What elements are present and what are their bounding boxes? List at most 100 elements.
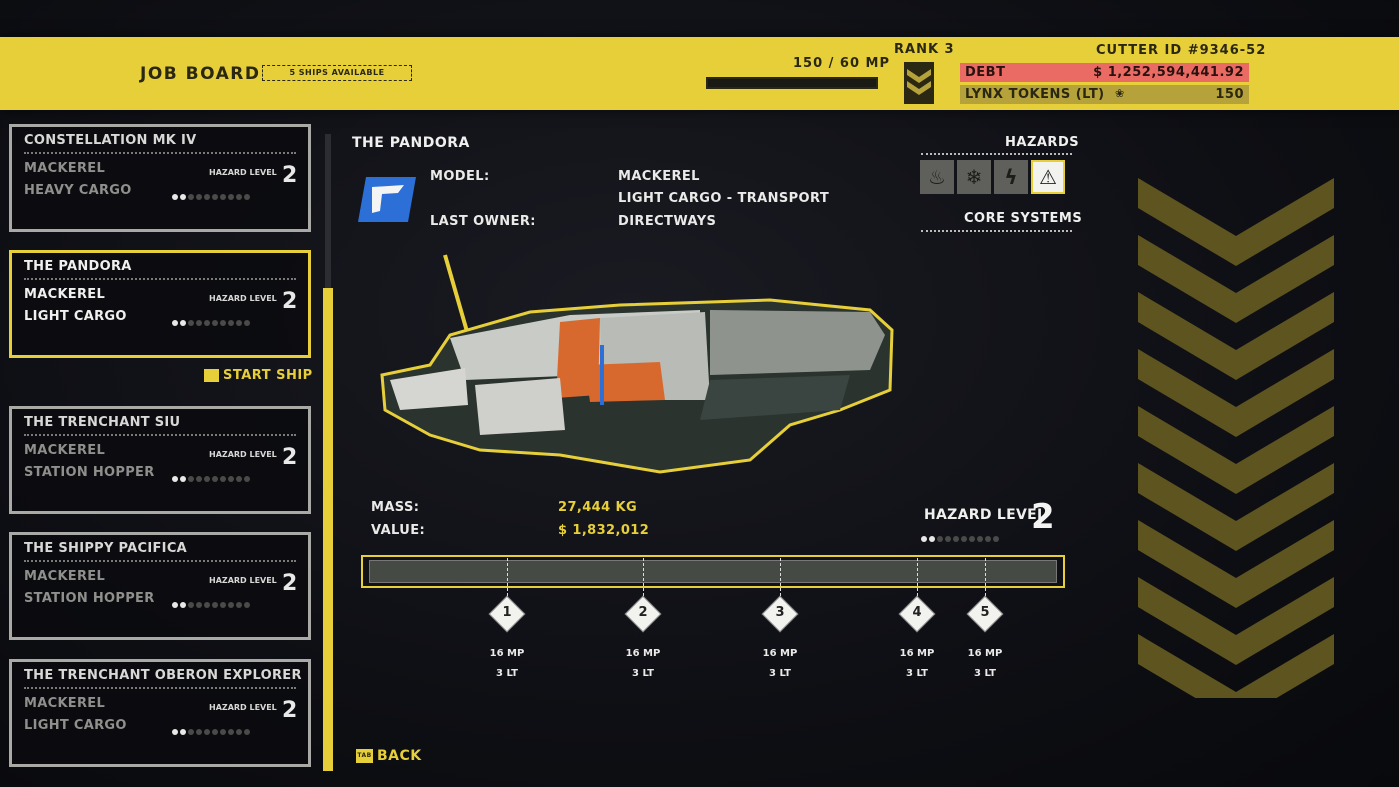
- core-systems-tab[interactable]: CORE SYSTEMS: [964, 211, 1083, 226]
- ship-detail-title: THE PANDORA: [352, 135, 470, 151]
- ship-card-class: LIGHT CARGO: [24, 718, 127, 733]
- mass-value: 27,444 KG: [558, 500, 638, 515]
- hazard-dot: [244, 476, 250, 482]
- divider: [921, 153, 1072, 155]
- hazard-level-dots: [921, 527, 1001, 546]
- stage-mp-reward: 16 MP: [489, 648, 525, 659]
- type-value: LIGHT CARGO - TRANSPORT: [618, 191, 830, 206]
- hazard-dot: [228, 729, 234, 735]
- hazard-dot: [180, 476, 186, 482]
- ship-card-hazard-value: 2: [282, 698, 298, 723]
- ship-card-hazard-label: HAZARD LEVEL: [209, 576, 277, 585]
- hazard-level-value: 2: [1031, 497, 1055, 537]
- fire-icon[interactable]: ♨: [920, 160, 954, 194]
- divider: [921, 230, 1072, 232]
- hazard-dot: [172, 602, 178, 608]
- ship-card-name: THE TRENCHANT SIU: [24, 415, 181, 430]
- ship-card-hazard-label: HAZARD LEVEL: [209, 168, 277, 177]
- divider: [24, 434, 296, 436]
- stage-number: 5: [980, 605, 990, 620]
- value-value: $ 1,832,012: [558, 523, 650, 538]
- hazards-heading: HAZARDS: [1005, 135, 1080, 150]
- stage-number: 2: [638, 605, 648, 620]
- stage-tick: [917, 558, 918, 596]
- hazard-dot: [220, 602, 226, 608]
- cutter-id: CUTTER ID #9346-52: [1096, 43, 1267, 58]
- start-ship-label: START SHIP: [223, 368, 313, 383]
- model-value: MACKEREL: [618, 169, 700, 184]
- mass-label: MASS:: [371, 500, 420, 515]
- hazard-dot: [212, 194, 218, 200]
- hazard-dot: [228, 194, 234, 200]
- mp-readout: 150 / 60 MP: [793, 56, 891, 71]
- mp-progress-fill: [708, 79, 876, 87]
- stage-tick: [507, 558, 508, 596]
- hazard-dot: [921, 536, 927, 542]
- ship-card[interactable]: THE TRENCHANT OBERON EXPLORER MACKEREL LIG…: [9, 659, 311, 767]
- hazard-dot: [196, 194, 202, 200]
- ship-card-name: THE TRENCHANT OBERON EXPLORER: [24, 668, 302, 683]
- hazard-dot: [172, 729, 178, 735]
- salvage-progress-track: [369, 560, 1057, 583]
- debt-value: $ 1,252,594,441.92: [1093, 65, 1244, 80]
- hazard-dot: [220, 476, 226, 482]
- hazard-dot: [180, 602, 186, 608]
- chevron-stripe: [1138, 349, 1334, 437]
- hazard-dot: [188, 194, 194, 200]
- hazard-dot: [204, 602, 210, 608]
- back-label: BACK: [377, 748, 422, 764]
- debt-row: DEBT $ 1,252,594,441.92: [960, 63, 1249, 82]
- electric-icon[interactable]: ϟ: [994, 160, 1028, 194]
- ship-card-hazard-dots: [172, 311, 252, 330]
- ship-card-hazard-label: HAZARD LEVEL: [209, 450, 277, 459]
- stage-tick: [643, 558, 644, 596]
- cold-icon[interactable]: ❄: [957, 160, 991, 194]
- stage-lt-reward: 3 LT: [906, 668, 928, 679]
- hazard-dot: [236, 194, 242, 200]
- hazard-dot: [188, 476, 194, 482]
- hazard-dot: [204, 729, 210, 735]
- hazard-dot: [953, 536, 959, 542]
- ship-card-hazard-dots: [172, 720, 252, 739]
- ship-card-hazard-dots: [172, 593, 252, 612]
- hazard-dot: [196, 729, 202, 735]
- stage-mp-reward: 16 MP: [967, 648, 1003, 659]
- warning-icon[interactable]: ⚠: [1031, 160, 1065, 194]
- hazard-dot: [196, 476, 202, 482]
- stage-tick: [985, 558, 986, 596]
- hazard-dot: [204, 476, 210, 482]
- start-ship-button[interactable]: START SHIP: [204, 368, 313, 383]
- ship-card-hazard-label: HAZARD LEVEL: [209, 703, 277, 712]
- ship-card-hazard-value: 2: [282, 289, 298, 314]
- hazard-dot: [244, 194, 250, 200]
- hazard-level-label: HAZARD LEVEL: [924, 507, 1047, 523]
- ship-card-class: STATION HOPPER: [24, 465, 155, 480]
- stage-number: 4: [912, 605, 922, 620]
- ship-card-class: LIGHT CARGO: [24, 309, 127, 324]
- ship-card-model: MACKEREL: [24, 696, 106, 711]
- rank-chevron-icon: [904, 62, 934, 104]
- hazard-dot: [220, 194, 226, 200]
- hazard-dot: [228, 320, 234, 326]
- mp-progress-bar: [706, 77, 878, 89]
- chevron-stripe: [1138, 292, 1334, 380]
- hazard-dot: [244, 602, 250, 608]
- stage-lt-reward: 3 LT: [496, 668, 518, 679]
- lynx-paw-icon: ❀: [1115, 87, 1125, 100]
- hazard-dot: [961, 536, 967, 542]
- hazard-dot: [945, 536, 951, 542]
- divider: [24, 687, 296, 689]
- divider: [24, 278, 296, 280]
- stage-number: 1: [502, 605, 512, 620]
- stage-lt-reward: 3 LT: [632, 668, 654, 679]
- stage-mp-reward: 16 MP: [762, 648, 798, 659]
- hazard-dot: [212, 729, 218, 735]
- hazard-dot: [937, 536, 943, 542]
- list-scrollbar-thumb[interactable]: [323, 288, 333, 771]
- hazard-dot: [929, 536, 935, 542]
